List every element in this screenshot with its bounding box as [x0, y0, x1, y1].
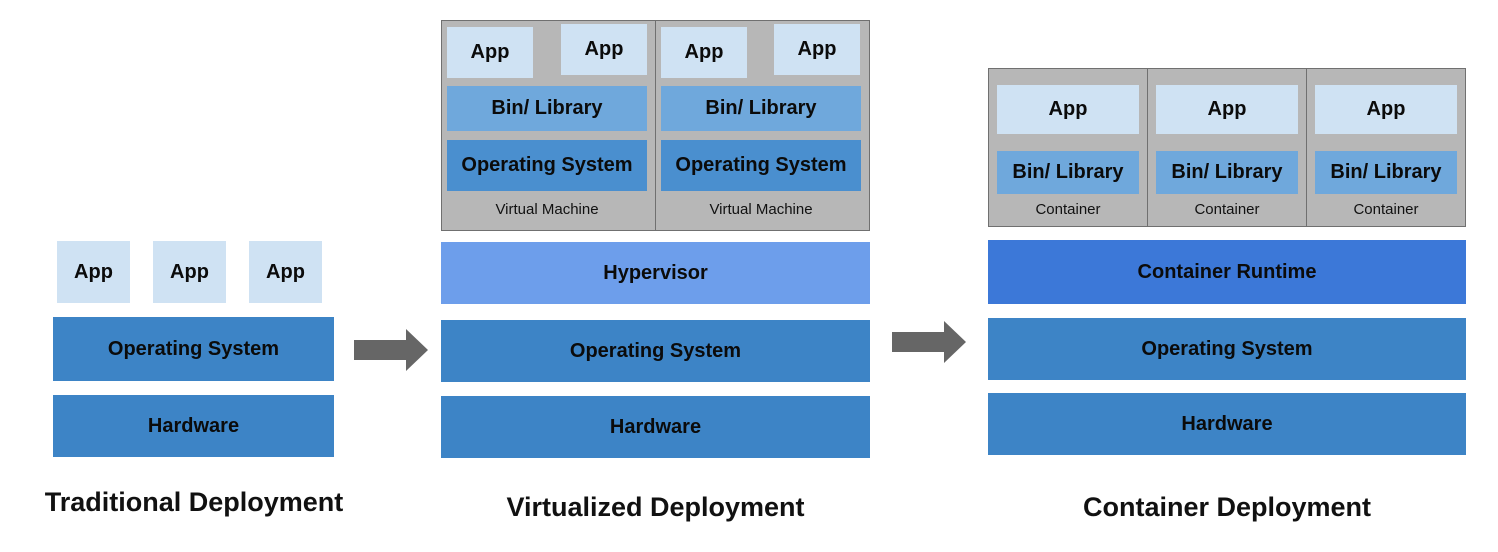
- vm2-app-1: App: [661, 27, 747, 78]
- arrow-right-icon: [354, 329, 428, 371]
- container-title: Container Deployment: [1082, 492, 1372, 522]
- container2-caption: Container: [1194, 201, 1260, 218]
- vm1-library: Bin/ Library: [447, 86, 647, 131]
- container-divider-2: [1306, 68, 1307, 227]
- traditional-app-2: App: [153, 241, 226, 303]
- container3-caption: Container: [1353, 201, 1419, 218]
- hypervisor-layer: Hypervisor: [441, 242, 870, 304]
- container1-library: Bin/ Library: [997, 151, 1139, 194]
- container3-app: App: [1315, 85, 1457, 134]
- container2-library: Bin/ Library: [1156, 151, 1298, 194]
- container-runtime-layer: Container Runtime: [988, 240, 1466, 304]
- traditional-title: Traditional Deployment: [44, 487, 344, 517]
- vm2-app-2: App: [774, 24, 860, 75]
- container-divider-1: [1147, 68, 1148, 227]
- traditional-app-1: App: [57, 241, 130, 303]
- vm1-os: Operating System: [447, 140, 647, 191]
- traditional-app-3: App: [249, 241, 322, 303]
- vm2-caption: Virtual Machine: [709, 201, 813, 218]
- container2-app: App: [1156, 85, 1298, 134]
- traditional-os-layer: Operating System: [53, 317, 334, 381]
- traditional-hardware-layer: Hardware: [53, 395, 334, 457]
- arrow-right-icon: [892, 321, 966, 363]
- container-os-layer: Operating System: [988, 318, 1466, 380]
- vm2-library: Bin/ Library: [661, 86, 861, 131]
- vm2-os: Operating System: [661, 140, 861, 191]
- vm1-app-2: App: [561, 24, 647, 75]
- vm1-caption: Virtual Machine: [495, 201, 599, 218]
- virtualized-os-layer: Operating System: [441, 320, 870, 382]
- vm-divider: [655, 20, 656, 231]
- virtualized-title: Virtualized Deployment: [506, 492, 805, 522]
- container-hardware-layer: Hardware: [988, 393, 1466, 455]
- container1-caption: Container: [1035, 201, 1101, 218]
- virtualized-hardware-layer: Hardware: [441, 396, 870, 458]
- vm1-app-1: App: [447, 27, 533, 78]
- container1-app: App: [997, 85, 1139, 134]
- container3-library: Bin/ Library: [1315, 151, 1457, 194]
